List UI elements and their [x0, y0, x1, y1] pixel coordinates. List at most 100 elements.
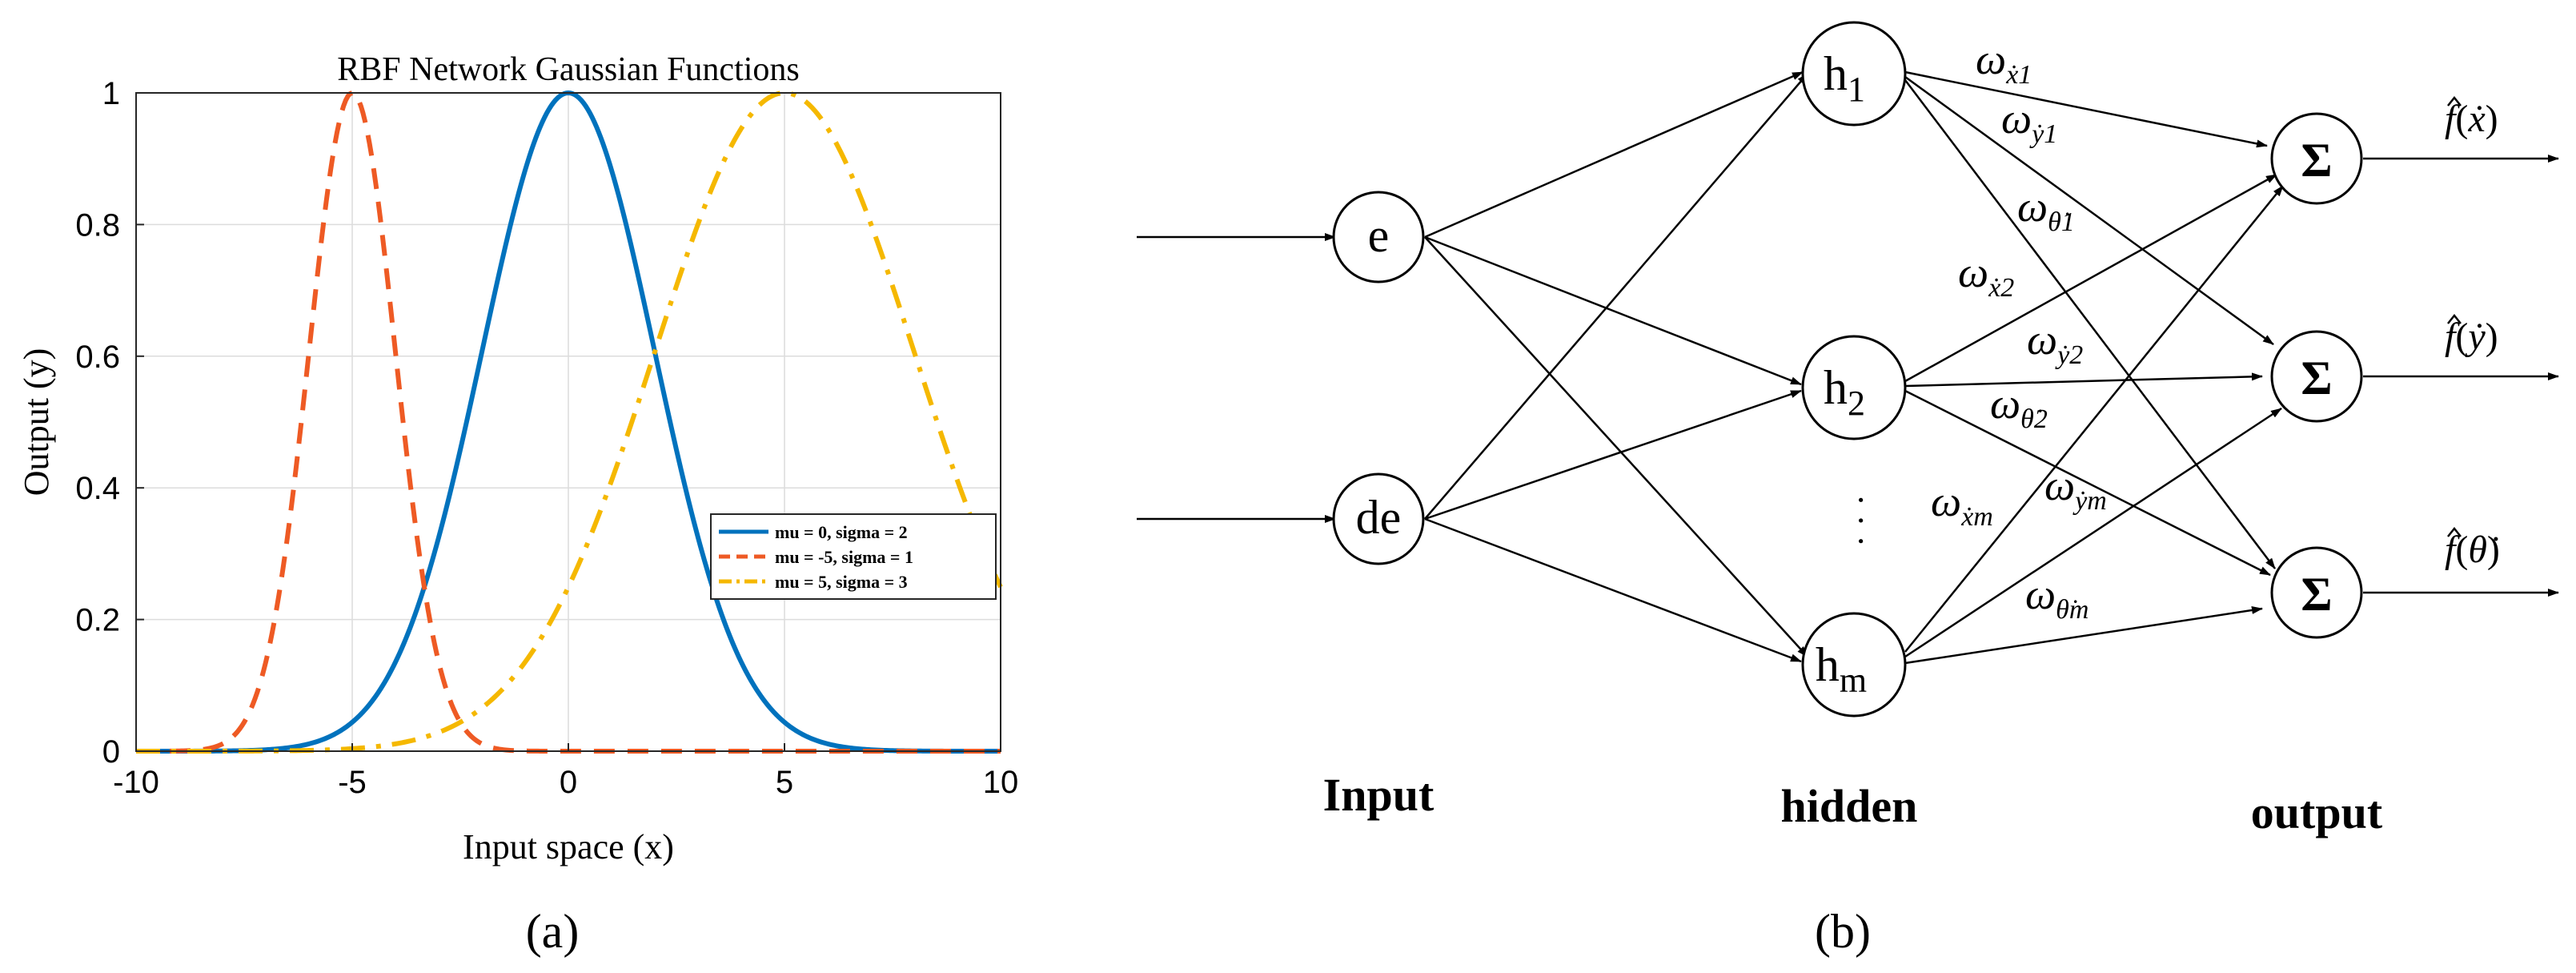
hidden-h2-sub: 2 [1848, 384, 1865, 423]
weight-t1-sub: θ̇1 [2048, 207, 2075, 237]
weight-x1: ωẋ1 [1976, 35, 2032, 90]
output-label-2: f(ẏ) [2445, 316, 2498, 358]
output-layer-label: output [2251, 786, 2383, 838]
output-labels: f(ẋ) f(ẏ) f(θ̇) [2445, 98, 2500, 571]
weight-x2: ωẋ2 [1958, 248, 2014, 303]
output-label-3: f(θ̇) [2445, 529, 2500, 571]
y-tick-label: 0.8 [75, 207, 120, 243]
edge-e-h2 [1424, 235, 1802, 386]
weight-t2: ωθ̇2 [1990, 380, 2048, 434]
hidden-ellipsis: · · · [1841, 494, 1880, 547]
y-tick-label: 0.2 [75, 603, 120, 638]
weight-y1: ωẏ1 [2001, 94, 2057, 149]
weight-ym-sub: ẏm [2072, 486, 2107, 516]
output-1-paren-close: ) [2486, 98, 2498, 140]
output-2-paren-open: ( [2455, 316, 2468, 358]
output-2-paren-close: ) [2486, 316, 2498, 358]
edge-h1-out3 [1904, 79, 2276, 569]
output-3-paren-close: ) [2487, 529, 2500, 571]
weight-t1: ωθ̇1 [2017, 183, 2075, 237]
weight-xm-sub: ẋm [1960, 502, 1993, 532]
y-tick-label: 0.6 [75, 340, 120, 375]
input-node-de-label: de [1356, 491, 1402, 544]
hat-3 [2447, 526, 2462, 537]
hidden-node-h2 [1801, 335, 1907, 440]
output-3-paren-open: ( [2455, 529, 2468, 571]
hidden-h2-base: h [1824, 361, 1848, 414]
weight-t2-omega: ω [1990, 380, 2020, 428]
weight-x1-omega: ω [1976, 35, 2006, 83]
weight-ym: ωẏm [2044, 461, 2107, 516]
weight-tm-omega: ω [2025, 570, 2056, 618]
edge-hm-out1 [1904, 185, 2284, 653]
y-axis-label: Output (y) [17, 348, 56, 497]
output-hats [2447, 95, 2462, 537]
weight-y2-omega: ω [2027, 316, 2057, 364]
panel-a-caption: (a) [526, 905, 580, 958]
output-sum-3: Σ [2301, 568, 2332, 621]
hat-2 [2447, 313, 2462, 324]
weight-ym-omega: ω [2044, 461, 2075, 509]
weight-x1-sub: ẋ1 [2005, 60, 2032, 90]
input-node-e-label: e [1368, 209, 1390, 262]
weight-y2: ωẏ2 [2027, 316, 2083, 370]
y-tick-label: 1 [102, 76, 120, 111]
panel-b-caption: (b) [1815, 905, 1871, 958]
weight-labels: ωẋ1 ωẏ1 ωθ̇1 ωẋ2 ωẏ2 ωθ̇2 ωẋm ωẏm ωθ̇m [1931, 35, 2107, 625]
output-1-arg: ẋ [2467, 98, 2486, 140]
x-tick-label: 0 [560, 765, 577, 800]
x-tick-label: -5 [338, 765, 367, 800]
edge-h1-out1 [1904, 70, 2268, 148]
edge-hm-out2 [1904, 407, 2282, 658]
edge-e-hm [1424, 236, 1808, 657]
legend-entry-series-1: mu = 0, sigma = 2 [775, 522, 908, 542]
hidden-node-hm [1801, 612, 1907, 718]
output-1-paren-open: ( [2455, 98, 2468, 140]
output-node-3 [2270, 546, 2363, 639]
input-node-de [1332, 472, 1425, 565]
output-sum-2: Σ [2301, 352, 2332, 404]
x-tick-label: 10 [983, 765, 1019, 800]
hidden-node-h1-label: h1 [1824, 47, 1865, 109]
x-tick-label: -10 [113, 765, 159, 800]
network-edges [1137, 70, 2559, 665]
y-tick-label: 0 [102, 734, 120, 770]
input-node-e [1332, 191, 1425, 283]
x-tick-label: 5 [776, 765, 793, 800]
edge-e-h1 [1424, 70, 1804, 239]
weight-xm-omega: ω [1931, 477, 1961, 525]
legend-entry-series-2: mu = -5, sigma = 1 [775, 547, 913, 567]
edge-de-h1 [1424, 73, 1808, 520]
ticks: -10 -5 0 5 10 0 0.2 0.4 0.6 0.8 1 [75, 76, 1018, 800]
legend-entry-series-3: mu = 5, sigma = 3 [775, 572, 908, 592]
hidden-h1-sub: 1 [1848, 70, 1865, 109]
weight-tm-sub: θ̇m [2056, 595, 2088, 625]
weight-tm: ωθ̇m [2025, 570, 2088, 625]
output-sum-1: Σ [2301, 134, 2332, 187]
hidden-node-h2-label: h2 [1824, 361, 1865, 423]
hidden-hm-base: h [1816, 638, 1840, 691]
hidden-node-h1 [1801, 21, 1907, 127]
x-axis-label: Input space (x) [463, 827, 674, 866]
weight-y1-omega: ω [2001, 94, 2032, 143]
edge-h2-out3 [1904, 389, 2271, 577]
edge-hm-out3 [1904, 606, 2263, 665]
weight-x2-omega: ω [1958, 248, 1988, 296]
input-layer-label: Input [1323, 769, 1434, 821]
y-tick-label: 0.4 [75, 471, 120, 506]
weight-t1-omega: ω [2017, 183, 2048, 231]
weight-y2-sub: ẏ2 [2055, 340, 2083, 370]
hat-1 [2447, 95, 2462, 107]
gaussian-chart: -10 -5 0 5 10 0 0.2 0.4 0.6 0.8 1 RBF Network Gaus… [17, 51, 1018, 958]
edge-de-h2 [1424, 389, 1802, 521]
hidden-h1-base: h [1824, 47, 1848, 100]
hidden-layer-label: hidden [1781, 780, 1918, 832]
rbf-network-diagram: e de h1 h2 hm · · · Σ Σ Σ f(ẋ) f(ẏ) f(θ̇… [1137, 21, 2559, 958]
output-label-1: f(ẋ) [2445, 98, 2498, 140]
chart-title: RBF Network Gaussian Functions [337, 51, 800, 88]
edge-de-hm [1424, 517, 1802, 663]
edge-h2-out2 [1904, 372, 2263, 388]
output-node-1 [2270, 112, 2363, 205]
edge-h2-out1 [1904, 173, 2277, 383]
